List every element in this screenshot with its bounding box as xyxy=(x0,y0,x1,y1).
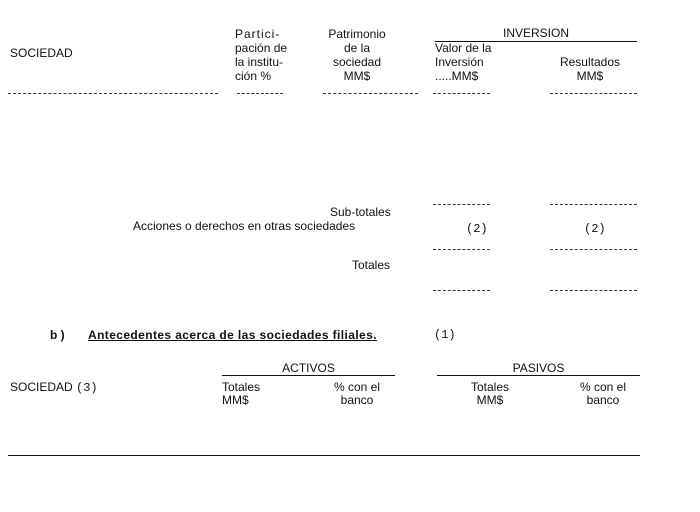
group-pasivos: PASIVOS xyxy=(512,361,565,375)
header-valor-3: .....MM$ xyxy=(435,69,479,83)
header-participacion-1: Partici- xyxy=(235,27,281,41)
dash-acciones-valor xyxy=(433,249,490,250)
group-inversion: INVERSION xyxy=(502,26,569,40)
note-resultados: (2) xyxy=(584,222,606,236)
pasivos-totales-2: MM$ xyxy=(476,393,504,407)
header-patrimonio-3: sociedad xyxy=(332,55,382,69)
header-patrimonio-4: MM$ xyxy=(343,69,371,83)
inversion-rule xyxy=(435,41,637,42)
note-valor: (2) xyxy=(466,222,488,236)
section-b-title: Antecedentes acerca de las sociedades fi… xyxy=(88,328,377,342)
dash-resultados xyxy=(550,93,637,94)
activos-totales-2: MM$ xyxy=(222,393,249,407)
group-activos: ACTIVOS xyxy=(282,361,335,375)
dash-sociedad xyxy=(8,93,218,94)
header-b-sociedad: SOCIEDAD (3) xyxy=(10,380,98,395)
dash-valor xyxy=(433,93,490,94)
label-subtotales: Sub-totales xyxy=(330,205,391,219)
header-participacion-4: ción % xyxy=(235,69,272,83)
label-totales: Totales xyxy=(352,258,391,272)
dash-participacion xyxy=(237,93,283,94)
header-participacion-2: pación de xyxy=(235,41,288,55)
header-b-sociedad-label: SOCIEDAD xyxy=(10,380,73,394)
pasivos-totales-1: Totales xyxy=(470,380,510,394)
header-b-sociedad-note: (3) xyxy=(76,381,98,395)
activos-pct-2: banco xyxy=(340,393,374,407)
activos-totales-1: Totales xyxy=(222,380,261,394)
header-valor-1: Valor de la xyxy=(435,41,492,55)
header-sociedad: SOCIEDAD xyxy=(10,46,73,60)
header-patrimonio-1: Patrimonio xyxy=(328,27,386,41)
dash-subtotal-valor xyxy=(433,204,490,205)
label-acciones: Acciones o derechos en otras sociedades xyxy=(133,219,356,233)
header-patrimonio-2: de la xyxy=(343,41,371,55)
header-resultados-2: MM$ xyxy=(576,69,604,83)
section-b-marker: b ) xyxy=(50,328,65,342)
dash-subtotal-resultados xyxy=(550,204,637,205)
header-valor-2: Inversión xyxy=(435,55,484,69)
pasivos-pct-2: banco xyxy=(586,393,620,407)
dash-patrimonio xyxy=(323,93,418,94)
pasivos-pct-1: % con el xyxy=(579,380,627,394)
pasivos-rule xyxy=(437,375,640,376)
header-resultados-1: Resultados xyxy=(559,55,621,69)
activos-rule xyxy=(222,375,395,376)
dash-total-resultados xyxy=(550,290,637,291)
section-b-title-note: (1) xyxy=(434,328,456,342)
activos-pct-1: % con el xyxy=(333,380,381,394)
dash-total-valor xyxy=(433,290,490,291)
header-participacion-3: la institu- xyxy=(235,55,284,69)
section-b-bottom-rule xyxy=(8,455,640,456)
dash-acciones-resultados xyxy=(550,249,637,250)
